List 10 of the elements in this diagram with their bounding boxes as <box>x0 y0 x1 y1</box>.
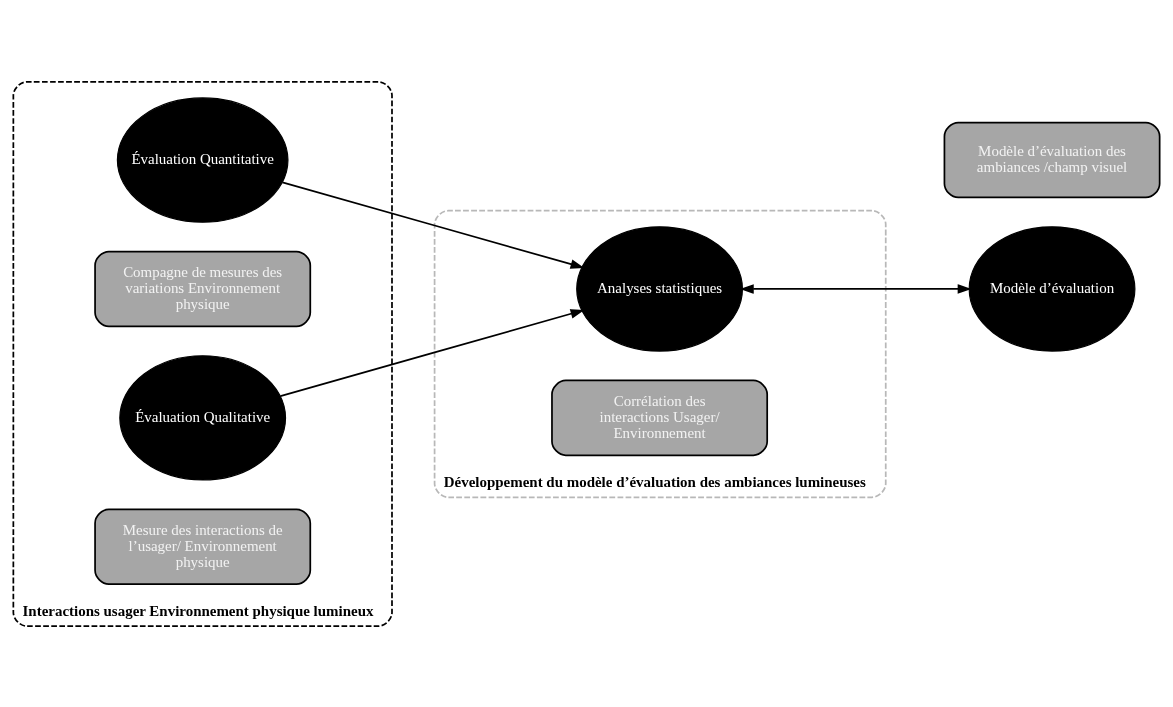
node-box: Compagne de mesures des variations Environnement physique <box>94 250 312 327</box>
node-box: Modèle d’évaluation des ambiances /champ visuel <box>943 121 1161 198</box>
node-ellipse: Évaluation Quantitative <box>116 96 289 223</box>
node-ellipse: Évaluation Qualitative <box>119 354 287 481</box>
node-box: Mesure des interactions de l’usager/ Environnement physique <box>94 508 312 585</box>
arrow <box>279 308 585 397</box>
node-box: Corrélation des interactions Usager/ Environnement <box>551 379 769 456</box>
node-ellipse: Analyses statistiques <box>576 225 744 352</box>
node-ellipse: Modèle d’évaluation <box>968 225 1136 352</box>
arrow <box>281 181 585 269</box>
